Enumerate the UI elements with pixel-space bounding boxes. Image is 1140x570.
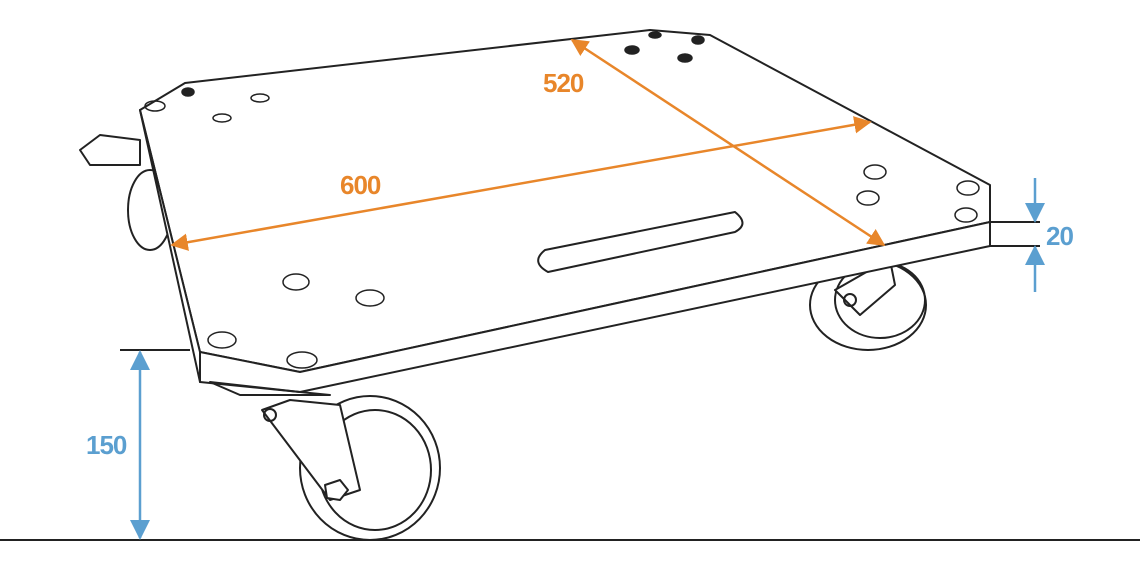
thickness-label: 20	[1046, 221, 1073, 251]
width-label: 600	[340, 170, 381, 200]
back-left-wheel	[79, 134, 173, 251]
front-left-wheel	[209, 381, 441, 541]
height-label: 150	[86, 430, 127, 460]
depth-label: 520	[543, 68, 584, 98]
depth-dimension-arrow	[570, 38, 886, 247]
back-right-wheel	[809, 259, 927, 351]
